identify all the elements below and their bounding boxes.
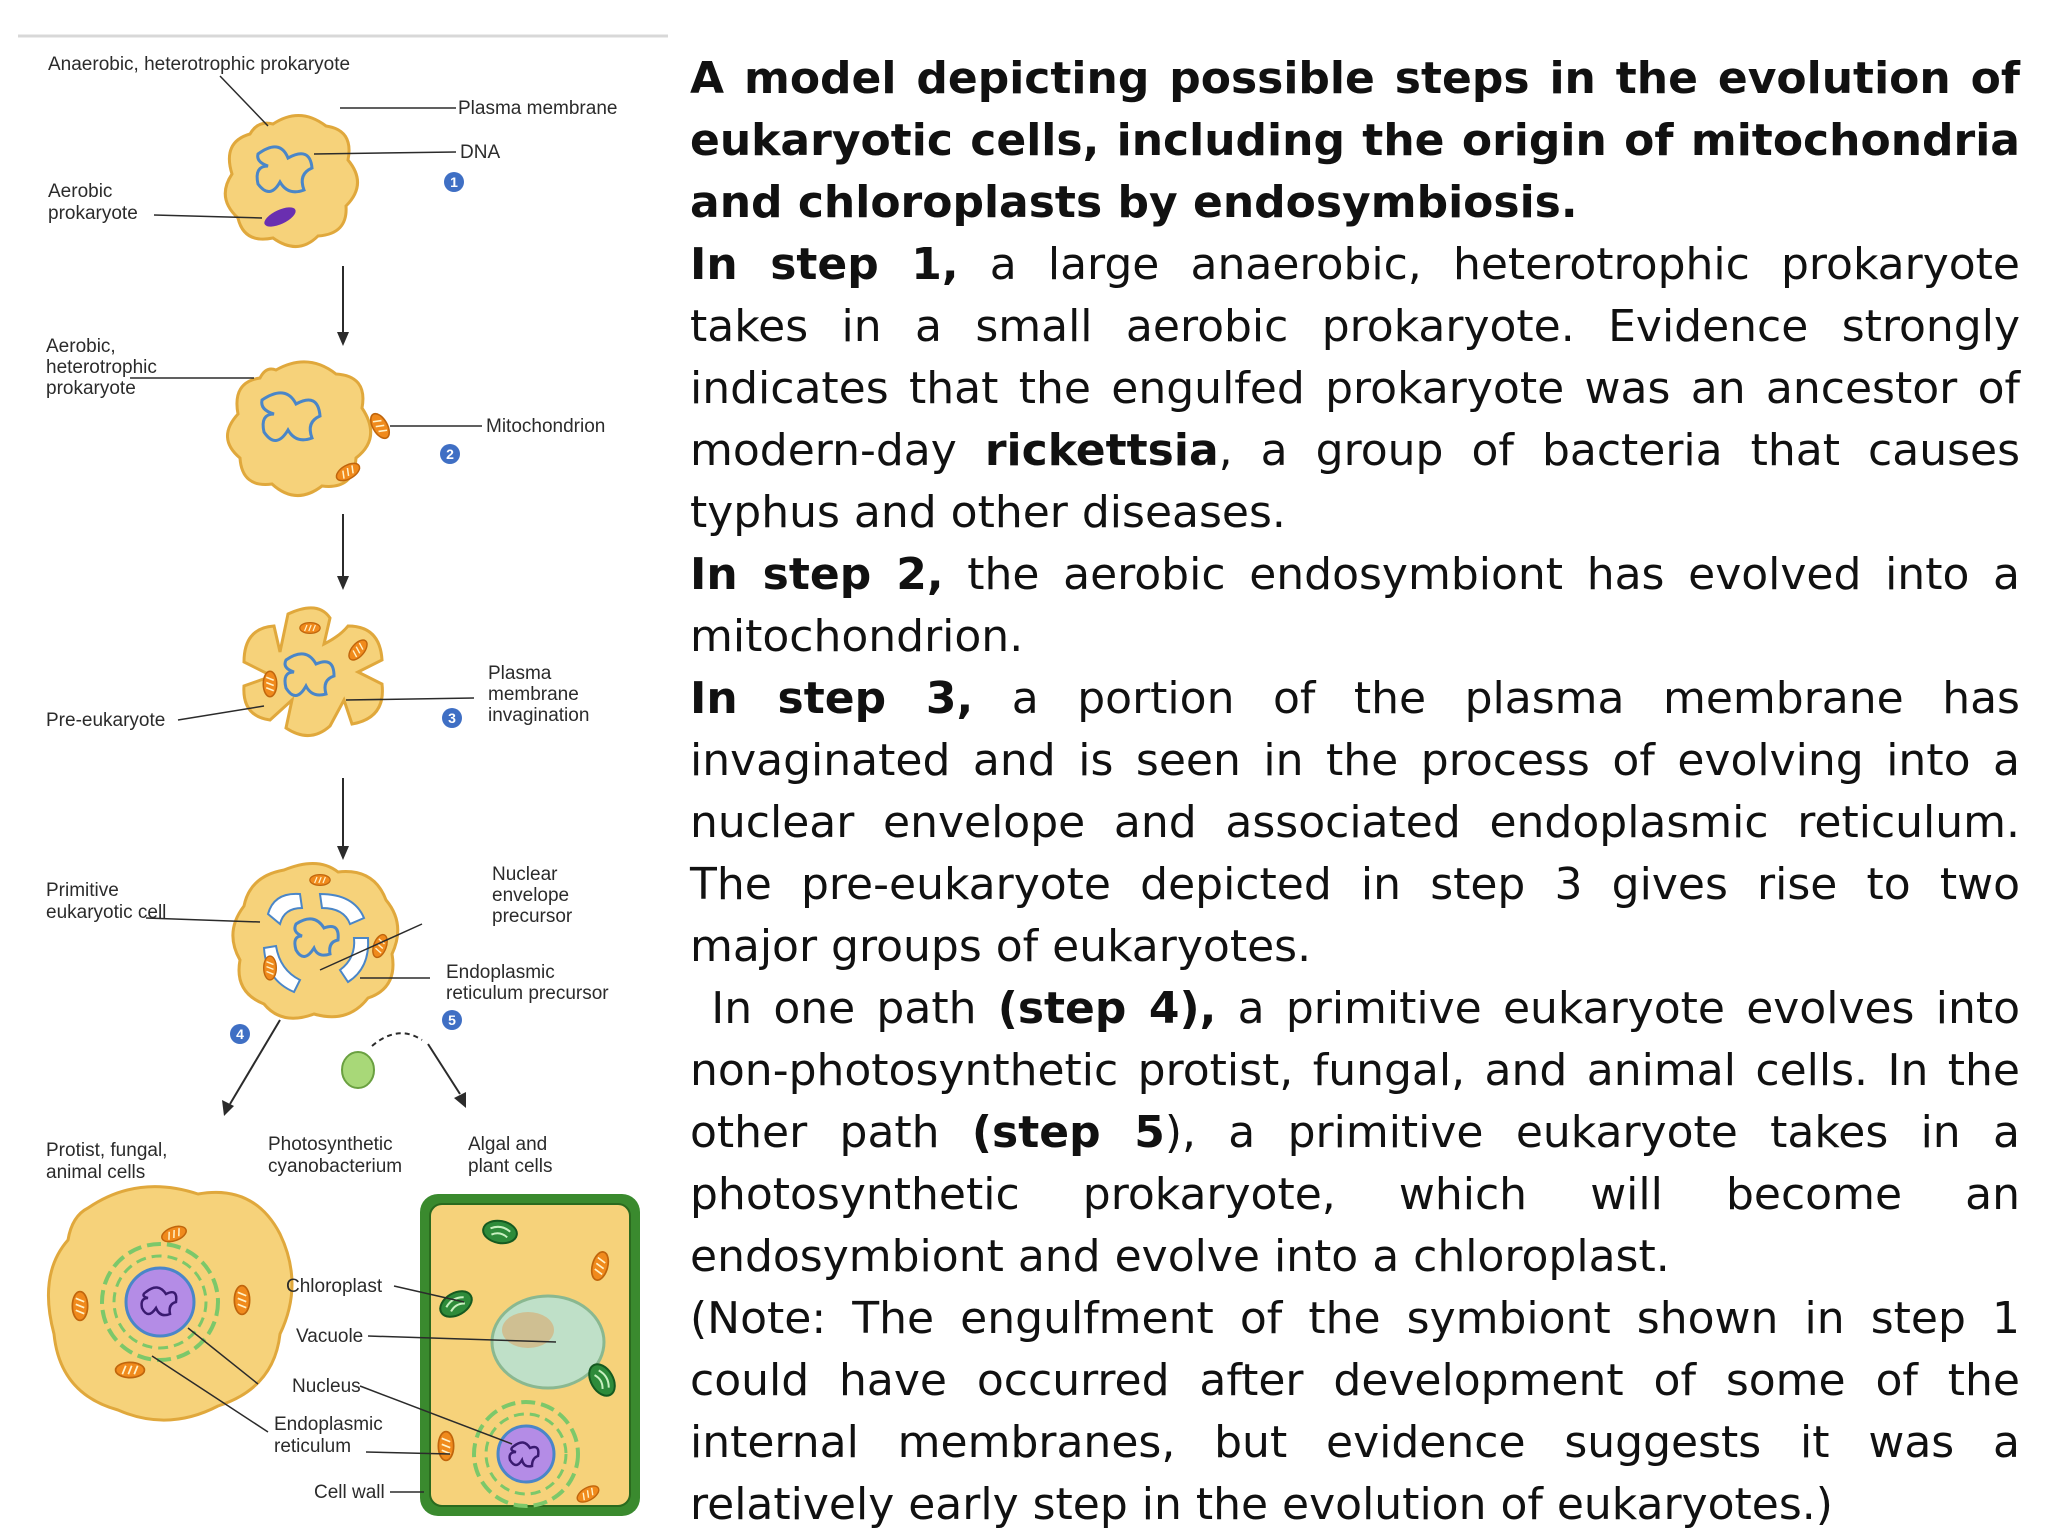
label-pm-inv-2: membrane bbox=[488, 684, 579, 705]
svg-text:5: 5 bbox=[448, 1012, 456, 1028]
label-primitive-2: eukaryotic cell bbox=[46, 902, 166, 923]
step-2-text: the aerobic endosymbiont has evolved int… bbox=[690, 549, 2020, 662]
cyanobacterium-shape bbox=[341, 1051, 375, 1089]
label-er-2: reticulum bbox=[274, 1436, 351, 1457]
label-erp-2: reticulum precursor bbox=[446, 983, 609, 1004]
step-badge-2: 2 bbox=[440, 444, 460, 464]
label-algal-1: Algal and bbox=[468, 1134, 547, 1155]
step-3-lead: In step 3, bbox=[690, 673, 974, 724]
step-4-ref: (step 4), bbox=[997, 983, 1217, 1034]
paragraph-step-2: In step 2, the aerobic endosymbiont has … bbox=[690, 544, 2020, 668]
paragraph-note: (Note: The engulfment of the symbiont sh… bbox=[690, 1293, 2020, 1530]
label-aht-1: Aerobic, bbox=[46, 336, 116, 357]
cell-primitive-eukaryote bbox=[231, 862, 400, 1020]
description-title: A model depicting possible steps in the … bbox=[690, 53, 2020, 228]
label-photo-2: cyanobacterium bbox=[268, 1156, 402, 1177]
label-er-1: Endoplasmic bbox=[274, 1414, 383, 1435]
rickettsia-term: rickettsia bbox=[984, 425, 1219, 476]
step-4-text-b: a primitive eukaryote evolves into non-p… bbox=[690, 983, 2020, 1158]
step-3-text: a portion of the plasma membrane has inv… bbox=[690, 673, 2020, 972]
label-photo-1: Photosynthetic bbox=[268, 1134, 393, 1155]
paragraph-step-1: In step 1, a large anaerobic, heterotrop… bbox=[690, 234, 2020, 544]
paragraph-step-3: In step 3, a portion of the plasma membr… bbox=[690, 668, 2020, 978]
step-badge-3: 3 bbox=[442, 708, 462, 728]
label-aht-3: prokaryote bbox=[46, 378, 136, 399]
step-badge-4: 4 bbox=[230, 1024, 250, 1044]
label-vacuole: Vacuole bbox=[296, 1326, 363, 1347]
label-erp-1: Endoplasmic bbox=[446, 962, 555, 983]
step-1-text-a: a large anaerobic, heterotrophic prokary… bbox=[690, 239, 2020, 476]
svg-text:4: 4 bbox=[236, 1026, 244, 1042]
cell-plant bbox=[420, 1194, 640, 1516]
description-panel: A model depicting possible steps in the … bbox=[690, 48, 2020, 1536]
svg-text:1: 1 bbox=[450, 174, 458, 190]
cell-step-2 bbox=[226, 360, 394, 497]
step-4-text-a: In one path bbox=[690, 983, 998, 1034]
label-aerobic-prokaryote-2: prokaryote bbox=[48, 203, 138, 224]
step-5-text: ), a primitive eukaryote takes in a phot… bbox=[690, 1107, 2020, 1282]
label-protist-1: Protist, fungal, bbox=[46, 1140, 167, 1161]
label-nep-3: precursor bbox=[492, 906, 573, 927]
cell-step-1 bbox=[223, 114, 359, 248]
cell-step-3 bbox=[242, 606, 384, 737]
svg-text:3: 3 bbox=[448, 710, 456, 726]
label-protist-2: animal cells bbox=[46, 1162, 145, 1183]
step-2-lead: In step 2, bbox=[690, 549, 944, 600]
aerobic-prokaryote-shape bbox=[264, 207, 296, 227]
label-chloroplast: Chloroplast bbox=[286, 1276, 383, 1297]
label-nep-2: envelope bbox=[492, 885, 569, 906]
step-1-lead: In step 1, bbox=[690, 239, 959, 290]
label-primitive-1: Primitive bbox=[46, 880, 119, 901]
label-cell-wall: Cell wall bbox=[314, 1482, 385, 1503]
paragraph-steps-4-5: In one path (step 4), a primitive eukary… bbox=[690, 978, 2020, 1288]
label-mitochondrion: Mitochondrion bbox=[486, 416, 605, 437]
label-nucleus: Nucleus bbox=[292, 1376, 361, 1397]
label-algal-2: plant cells bbox=[468, 1156, 553, 1177]
label-anaerobic: Anaerobic, heterotrophic prokaryote bbox=[48, 54, 350, 75]
label-aht-2: heterotrophic bbox=[46, 357, 157, 378]
label-pre-eukaryote: Pre-eukaryote bbox=[46, 710, 165, 731]
label-nep-1: Nuclear bbox=[492, 864, 558, 885]
step-5-ref: (step 5 bbox=[971, 1107, 1165, 1158]
label-pm-inv-3: invagination bbox=[488, 705, 589, 726]
cell-protist-animal bbox=[46, 1185, 294, 1422]
label-dna: DNA bbox=[460, 142, 500, 163]
step-1-text-b: , a group of bacteria that causes typhus… bbox=[690, 425, 2020, 538]
svg-text:2: 2 bbox=[446, 446, 454, 462]
step-badge-5: 5 bbox=[442, 1010, 462, 1030]
label-pm-inv-1: Plasma bbox=[488, 663, 552, 684]
label-plasma-membrane: Plasma membrane bbox=[458, 98, 617, 119]
endosymbiosis-figure: Anaerobic, heterotrophic prokaryote Plas… bbox=[18, 34, 676, 1524]
label-aerobic-prokaryote-1: Aerobic bbox=[48, 181, 112, 202]
step-badge-1: 1 bbox=[444, 172, 464, 192]
